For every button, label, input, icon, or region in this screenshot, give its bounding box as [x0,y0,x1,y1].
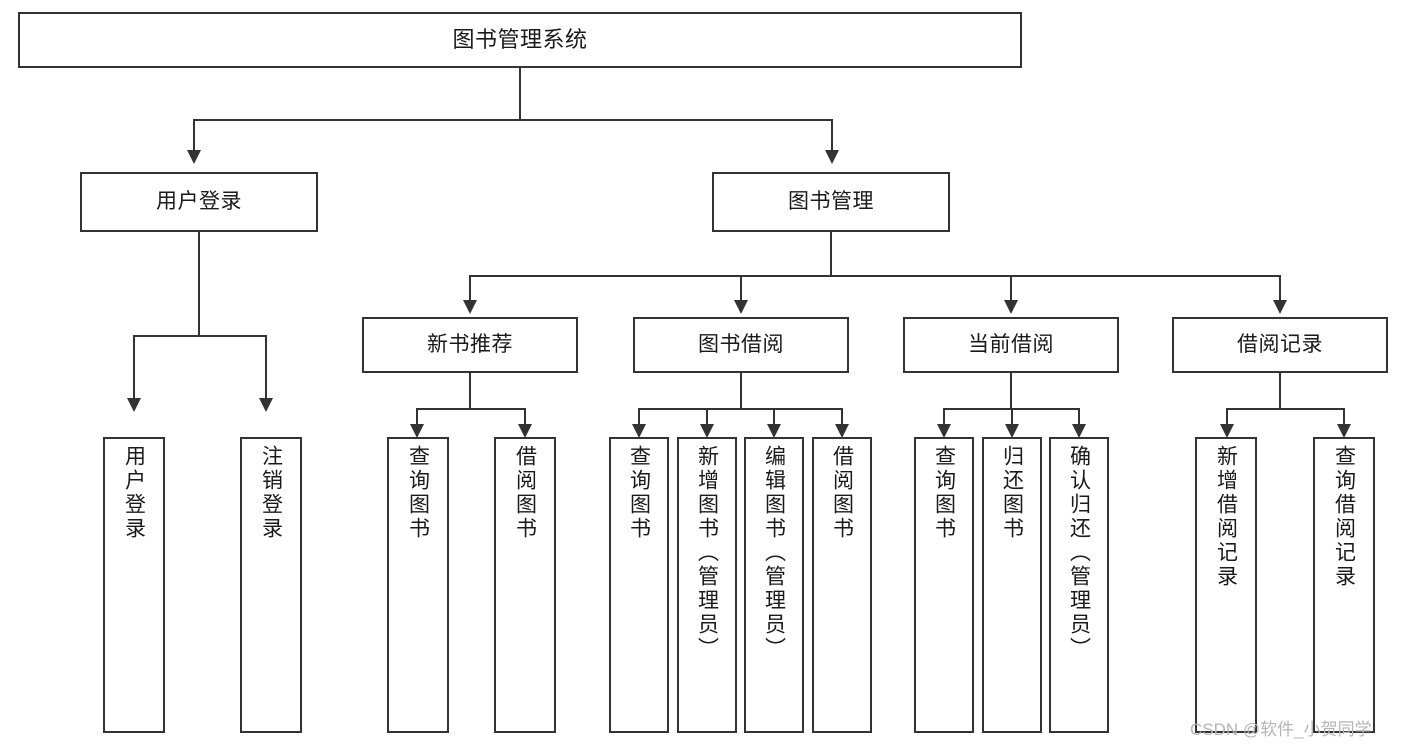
node-root-system[interactable]: 图书管理系统 [18,12,1022,68]
arrowhead-l2-borrow-records [1273,300,1287,314]
node-label: 编辑图书（管理员） [762,445,786,661]
edge-currentborrow-to-leaf-3 [1078,408,1080,428]
leaf-logout[interactable]: 注销登录 [240,437,302,733]
arrowhead-leaf-borrow-book-1 [518,424,532,438]
node-new-book-recommend[interactable]: 新书推荐 [362,317,578,373]
edge-borrowrecords-stem [1279,373,1281,409]
edge-root-stem [519,68,521,120]
leaf-confirm-return-admin[interactable]: 确认归还（管理员） [1049,437,1109,733]
node-label: 用户登录 [122,445,146,541]
arrowhead-leaf-query-book-3 [937,424,951,438]
arrowhead-leaf-add-record [1220,424,1234,438]
edge-bookmanage-stem [830,232,832,276]
edge-borrowrecords-bus [1226,408,1344,410]
node-borrow-records[interactable]: 借阅记录 [1172,317,1388,373]
edge-userlogin-bus [133,335,267,337]
node-label: 图书管理系统 [452,26,588,52]
leaf-query-book-current[interactable]: 查询图书 [914,437,974,733]
node-label: 新增借阅记录 [1214,445,1238,589]
arrowhead-leaf-add-book [700,424,714,438]
edge-userlogin-to-leaf-2 [265,335,267,401]
edge-bookmanage-bus [469,275,1281,277]
node-label: 查询借阅记录 [1332,445,1356,589]
edge-bookmanage-to-l2-4 [1279,275,1281,303]
edge-bookborrow-to-leaf-2 [706,408,708,428]
edge-newbook-to-leaf-2 [524,408,526,428]
node-label: 归还图书 [1000,445,1024,541]
leaf-borrow-book-recommend[interactable]: 借阅图书 [494,437,556,733]
node-label: 查询图书 [932,445,956,541]
node-label: 查询图书 [406,445,430,541]
leaf-query-borrow-record[interactable]: 查询借阅记录 [1313,437,1375,733]
node-label: 用户登录 [156,190,242,214]
node-label: 新增图书（管理员） [695,445,719,661]
edge-userlogin-to-leaf-1 [133,335,135,401]
edge-bookmanage-to-l2-2 [740,275,742,303]
leaf-add-borrow-record[interactable]: 新增借阅记录 [1195,437,1257,733]
edge-bookborrow-bus [638,408,842,410]
leaf-add-book-admin[interactable]: 新增图书（管理员） [677,437,737,733]
edge-bookborrow-stem [740,373,742,409]
arrowhead-book-manage [825,150,839,164]
edge-bookmanage-to-l2-3 [1010,275,1012,303]
edge-root-to-user-login [193,119,195,153]
node-label: 当前借阅 [968,333,1054,357]
node-label: 注销登录 [259,445,283,541]
arrowhead-l2-book-borrow [734,300,748,314]
node-label: 借阅图书 [513,445,537,541]
edge-newbook-bus [416,408,526,410]
edge-newbook-stem [469,373,471,409]
edge-root-to-book-manage [831,119,833,153]
leaf-edit-book-admin[interactable]: 编辑图书（管理员） [744,437,804,733]
arrowhead-user-login [187,150,201,164]
node-book-borrow[interactable]: 图书借阅 [633,317,849,373]
arrowhead-leaf-edit-book [767,424,781,438]
node-label: 图书管理 [788,190,874,214]
leaf-return-book[interactable]: 归还图书 [982,437,1042,733]
node-label: 确认归还（管理员） [1067,445,1091,661]
edge-currentborrow-to-leaf-1 [943,408,945,428]
arrowhead-leaf-user-login [127,398,141,412]
node-book-management[interactable]: 图书管理 [712,172,950,232]
node-label: 借阅记录 [1237,333,1323,357]
edge-userlogin-stem [198,232,200,336]
node-current-borrow[interactable]: 当前借阅 [903,317,1119,373]
arrowhead-l2-current-borrow [1004,300,1018,314]
leaf-query-book-borrow[interactable]: 查询图书 [609,437,669,733]
node-label: 图书借阅 [698,333,784,357]
arrowhead-leaf-query-book-2 [632,424,646,438]
edge-bookborrow-to-leaf-1 [638,408,640,428]
node-label: 查询图书 [627,445,651,541]
arrowhead-leaf-query-book-1 [410,424,424,438]
leaf-borrow-book[interactable]: 借阅图书 [812,437,872,733]
arrowhead-leaf-borrow-book-2 [835,424,849,438]
edge-newbook-to-leaf-1 [416,408,418,428]
node-user-login[interactable]: 用户登录 [80,172,318,232]
node-label: 新书推荐 [427,333,513,357]
edge-bookborrow-to-leaf-4 [841,408,843,428]
arrowhead-leaf-confirm-return [1072,424,1086,438]
edge-borrowrecords-to-leaf-1 [1226,408,1228,428]
arrowhead-leaf-query-record [1337,424,1351,438]
edge-currentborrow-to-leaf-2 [1011,408,1013,428]
arrowhead-l2-new-book [463,300,477,314]
arrowhead-leaf-return-book [1005,424,1019,438]
arrowhead-leaf-logout [259,398,273,412]
node-label: 借阅图书 [830,445,854,541]
leaf-query-book-recommend[interactable]: 查询图书 [387,437,449,733]
edge-bookmanage-to-l2-1 [469,275,471,303]
edge-root-bus [193,119,833,121]
edge-bookborrow-to-leaf-3 [773,408,775,428]
leaf-user-login[interactable]: 用户登录 [103,437,165,733]
edge-currentborrow-stem [1010,373,1012,409]
edge-borrowrecords-to-leaf-2 [1343,408,1345,428]
